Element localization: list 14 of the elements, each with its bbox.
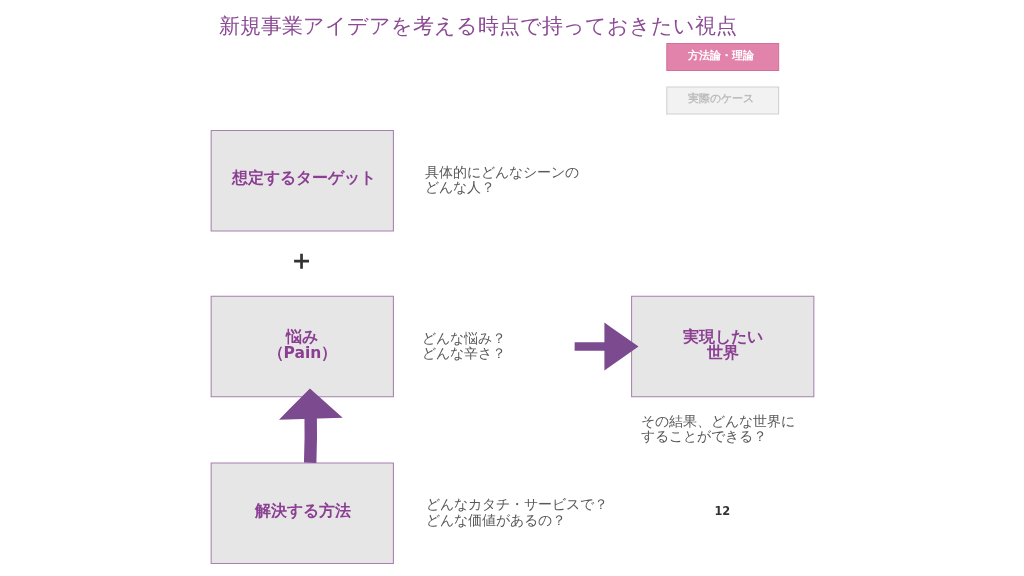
diagram-title: 新規事業アイデアを考える時点で持っておきたい視点: [218, 14, 737, 39]
node-label: 具体的にどんなシーンのどんな人？: [424, 163, 579, 196]
node-label: どんな悩み？どんな辛さ？: [421, 329, 506, 362]
node-box: 解決する方法: [210, 462, 394, 564]
label: 12: [713, 504, 730, 519]
node-label: どんなカタチ・サービスで？どんな価値があるの？: [425, 496, 608, 528]
arrow: [278, 388, 343, 464]
node-box: 想定するターゲット: [210, 130, 394, 232]
node-box: 方法論・理論: [665, 43, 779, 72]
label: ＋: [287, 244, 315, 276]
node-box: 実現したい世界: [630, 295, 814, 398]
node-label: その結果、どんな世界にすることができる？: [640, 412, 795, 445]
arrow: [574, 322, 639, 371]
node-box: 悩み（Pain）: [210, 295, 394, 398]
